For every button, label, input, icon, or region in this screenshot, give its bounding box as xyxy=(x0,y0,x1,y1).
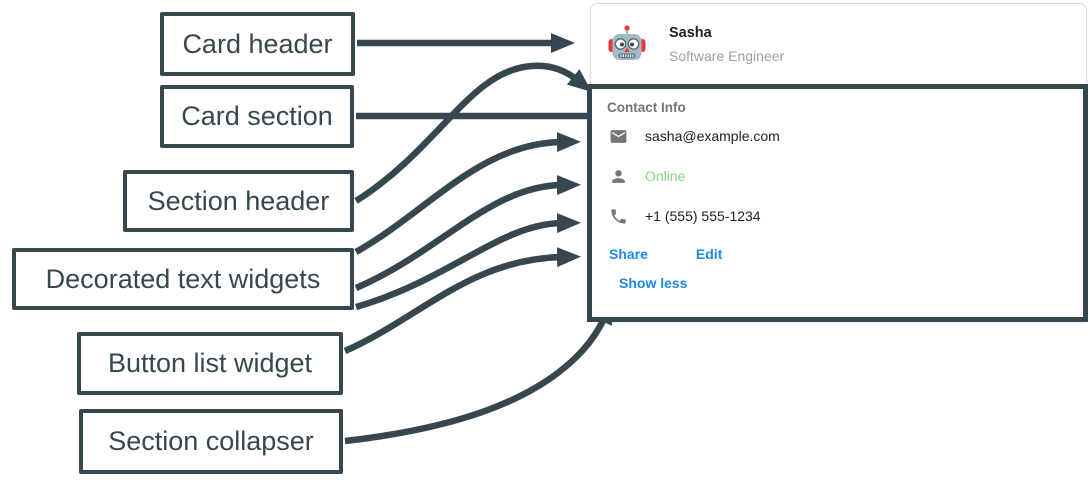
arrow-decorated-text-3 xyxy=(355,213,581,311)
share-button[interactable]: Share xyxy=(609,246,648,262)
decorated-text-email: sasha@example.com xyxy=(607,116,1070,156)
label-button-list-widget: Button list widget xyxy=(77,332,343,395)
edit-button[interactable]: Edit xyxy=(695,246,723,262)
button-list: Share Edit xyxy=(609,236,1070,272)
decorated-text-phone: +1 (555) 555-1234 xyxy=(607,196,1070,236)
section-collapser-row: Show less xyxy=(619,272,1070,294)
show-less-button[interactable]: Show less xyxy=(619,275,688,291)
mail-icon xyxy=(609,126,629,146)
phone-text: +1 (555) 555-1234 xyxy=(645,208,761,224)
section-header: Contact Info xyxy=(607,100,686,115)
label-card-header: Card header xyxy=(160,12,355,76)
robot-avatar xyxy=(608,25,646,60)
phone-icon xyxy=(609,206,629,226)
person-icon xyxy=(609,166,629,186)
arrow-decorated-text-1 xyxy=(354,132,581,255)
arrow-section-collapser xyxy=(344,300,614,445)
profile-card: Sasha Software Engineer Contact Info sas… xyxy=(590,3,1087,322)
label-card-section: Card section xyxy=(160,85,354,148)
label-section-header: Section header xyxy=(123,170,354,232)
card-section: Contact Info sasha@example.com Online +1… xyxy=(591,84,1086,294)
decorated-text-status: Online xyxy=(607,156,1070,196)
identity-block: Sasha Software Engineer xyxy=(669,25,784,64)
status-text: Online xyxy=(645,168,686,184)
person-title: Software Engineer xyxy=(669,47,785,64)
label-decorated-text-widgets: Decorated text widgets xyxy=(12,248,354,310)
label-section-collapser: Section collapser xyxy=(79,409,343,474)
arrow-section-header xyxy=(354,62,592,204)
person-name: Sasha xyxy=(669,24,712,41)
email-text: sasha@example.com xyxy=(645,128,780,144)
arrow-decorated-text-2 xyxy=(354,175,581,291)
card-header: Sasha Software Engineer xyxy=(591,4,1086,84)
arrow-button-list xyxy=(343,247,581,354)
